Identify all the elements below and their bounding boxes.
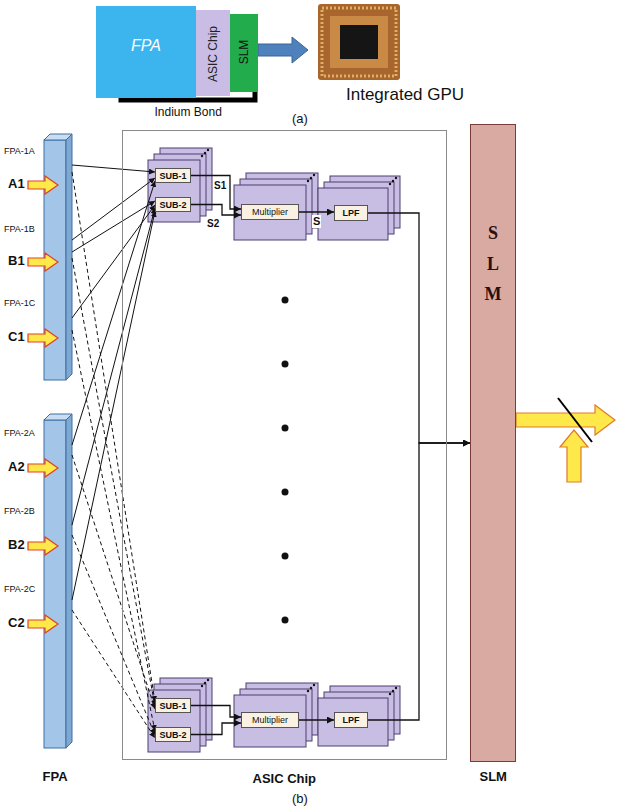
label-holder: S1: [214, 180, 226, 192]
label-holder: FPA-1A: [4, 146, 35, 156]
label-holder: C1: [8, 330, 25, 345]
node-label: FPA: [131, 37, 161, 55]
signal-arrow: [299, 719, 334, 720]
node-label: LPF: [343, 714, 360, 726]
signal-name: A2: [8, 460, 25, 475]
node-label: SUB-1: [160, 700, 187, 712]
asic-chip-board: ASIC ChipSUB-1SUB-2MultiplierLPFSUB-1SUB…: [122, 130, 447, 760]
signal-arrow: [368, 213, 470, 443]
chip-photo: [318, 4, 400, 80]
label-holder: FPA-1C: [4, 298, 35, 308]
label-holder: S2: [207, 218, 219, 230]
fpa-layer: FPA: [96, 6, 196, 98]
signal-name: B1: [8, 254, 25, 269]
label-holder: S: [312, 215, 321, 228]
label-holder: (a): [292, 112, 308, 127]
multiplier-box: Multiplier: [241, 712, 299, 728]
label-holder: B1: [8, 254, 25, 269]
signal-name: A1: [8, 177, 25, 192]
node-label: ASIC Chip: [253, 771, 317, 786]
node-label: SUB-2: [160, 729, 187, 741]
label-holder: FPA-2B: [4, 506, 35, 516]
signal-arrow: [191, 706, 241, 718]
node-label: SUB-2: [160, 199, 187, 211]
lpf-box: LPF: [334, 712, 368, 728]
panel-stack: [148, 148, 400, 752]
node-label: SUB-1: [160, 170, 187, 182]
signal-arrow: [191, 723, 241, 735]
signal-arrow: [368, 443, 470, 720]
input-arrow: [28, 176, 58, 633]
label-holder: Integrated GPU: [346, 85, 464, 105]
label-holder: A2: [8, 460, 25, 475]
pixel-wire: [72, 165, 155, 600]
pixel-name: FPA-1A: [4, 146, 35, 156]
node-label: LPF: [343, 207, 360, 219]
signal-name: S1: [214, 180, 226, 192]
signal-name: C1: [8, 330, 25, 345]
label-holder: A1: [8, 177, 25, 192]
subtractor-box: SUB-2: [155, 197, 191, 212]
part-name: FPA: [43, 770, 68, 785]
node-label: Multiplier: [252, 206, 288, 218]
node-label: SLM: [480, 769, 507, 784]
signal-name: S: [312, 215, 321, 228]
signal-name: B2: [8, 538, 25, 553]
stack-dots: [201, 149, 397, 695]
label-holder: (b): [292, 792, 308, 807]
pixel-name: FPA-2A: [4, 428, 35, 438]
node-label: SLM: [484, 218, 502, 310]
panel-letter: (a): [292, 112, 308, 127]
signal-name: C2: [8, 616, 25, 631]
signal-name: S2: [207, 218, 219, 230]
label-holder: FPA: [43, 770, 68, 785]
node-label: ASIC Chip: [206, 26, 220, 82]
label-holder: B2: [8, 538, 25, 553]
fpa-bar: [44, 134, 72, 748]
subtractor-box: SUB-1: [155, 698, 191, 713]
label-holder: Indium Bond: [155, 106, 222, 120]
label-holder: FPA-2C: [4, 584, 35, 594]
part-name: Integrated GPU: [346, 85, 464, 105]
multiplier-box: Multiplier: [241, 204, 299, 220]
panel-letter: (b): [292, 792, 308, 807]
slm-panel: SLMSLM: [470, 124, 516, 762]
output-beam: [516, 398, 615, 482]
block-arrow: [258, 37, 308, 63]
label-holder: C2: [8, 616, 25, 631]
pixel-wire-dashed: [72, 172, 155, 738]
signal-arrow: [191, 205, 241, 216]
pixel-name: FPA-2C: [4, 584, 35, 594]
node-label: Multiplier: [252, 714, 288, 726]
subtractor-box: SUB-2: [155, 727, 191, 742]
node-label: SLM: [237, 40, 251, 65]
pixel-name: FPA-1C: [4, 298, 35, 308]
signal-arrow: [299, 211, 334, 212]
subtractor-box: SUB-1: [155, 168, 191, 183]
label-holder: FPA-1B: [4, 224, 35, 234]
pixel-name: FPA-1B: [4, 224, 35, 234]
pixel-name: FPA-2B: [4, 506, 35, 516]
lpf-box: LPF: [334, 205, 368, 221]
ellipsis-dots: [282, 297, 289, 624]
label-holder: FPA-2A: [4, 428, 35, 438]
part-name: Indium Bond: [155, 106, 222, 120]
